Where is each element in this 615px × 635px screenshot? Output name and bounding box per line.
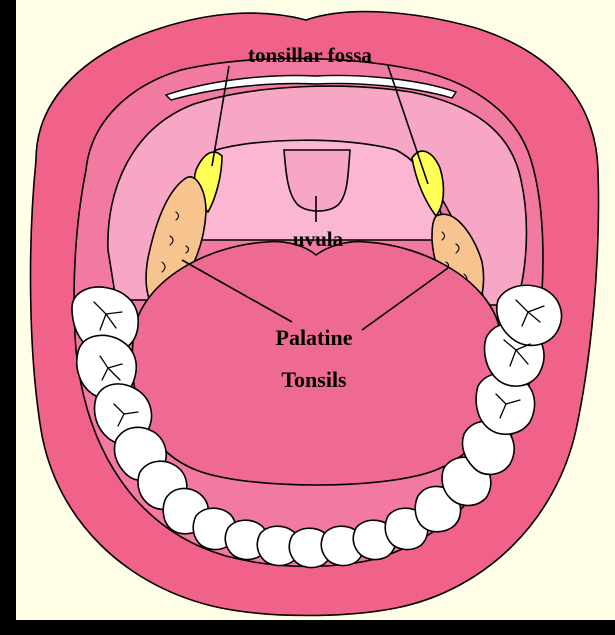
mouth-anatomy-diagram: tonsillar fossa uvula Palatine Tonsils: [16, 0, 615, 620]
label-uvula: uvula: [293, 227, 344, 251]
label-tonsils: Tonsils: [281, 367, 347, 392]
label-tonsillar-fossa: tonsillar fossa: [248, 43, 372, 67]
diagram-canvas: tonsillar fossa uvula Palatine Tonsils: [16, 0, 615, 620]
label-palatine: Palatine: [276, 325, 353, 350]
tongue: [132, 242, 502, 485]
